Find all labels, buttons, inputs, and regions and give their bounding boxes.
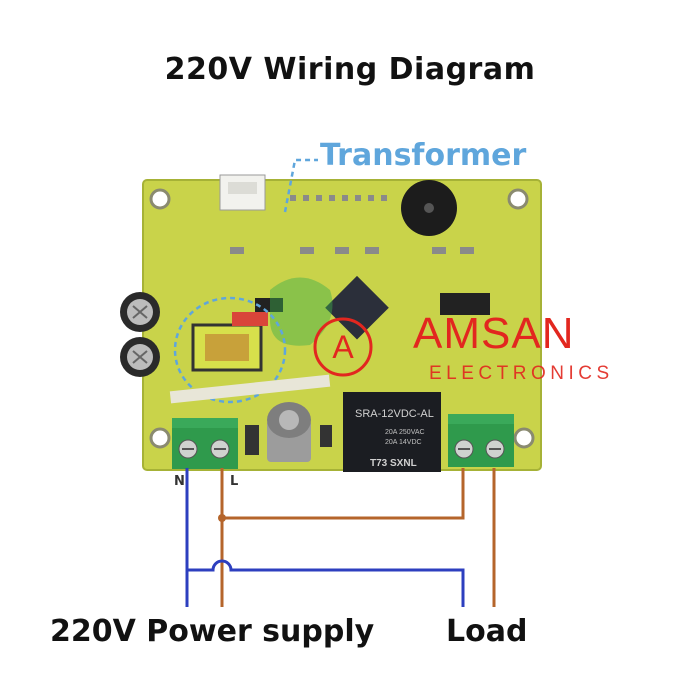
watermark: AMSAN ELECTRONICS bbox=[413, 309, 609, 384]
relay bbox=[343, 392, 441, 472]
relay-model: SRA-12VDC-AL bbox=[355, 408, 434, 420]
brand-logo-icon: A bbox=[313, 317, 373, 377]
terminal-l-label: L bbox=[230, 474, 239, 489]
power-supply-label: 220V Power supply bbox=[50, 614, 375, 649]
page-title: 220V Wiring Diagram bbox=[164, 52, 536, 87]
brand-name: AMSAN bbox=[413, 309, 575, 358]
transformer-label: Transformer bbox=[320, 138, 527, 173]
load-label: Load bbox=[446, 614, 528, 649]
brand-logo-letter: A bbox=[332, 329, 354, 365]
brand-subtitle: ELECTRONICS bbox=[429, 363, 614, 384]
mounting-holes bbox=[149, 188, 535, 449]
mcu-chip bbox=[325, 275, 389, 340]
smd-pads bbox=[230, 195, 474, 254]
relay-rating-2: 20A 14VDC bbox=[385, 439, 422, 446]
power-terminal-block bbox=[172, 418, 238, 469]
terminal-n-label: N bbox=[174, 474, 185, 489]
relay-brand: T73 SXNL bbox=[370, 458, 417, 469]
capacitor bbox=[120, 337, 160, 377]
capacitor bbox=[120, 292, 160, 332]
load-terminal-block bbox=[448, 414, 514, 467]
live-to-relay-wire bbox=[222, 468, 465, 520]
relay-rating-1: 20A 250VAC bbox=[385, 429, 425, 436]
transformer-highlight bbox=[173, 296, 287, 404]
neutral-to-load-wire bbox=[187, 559, 465, 607]
ic-chip bbox=[440, 293, 490, 315]
